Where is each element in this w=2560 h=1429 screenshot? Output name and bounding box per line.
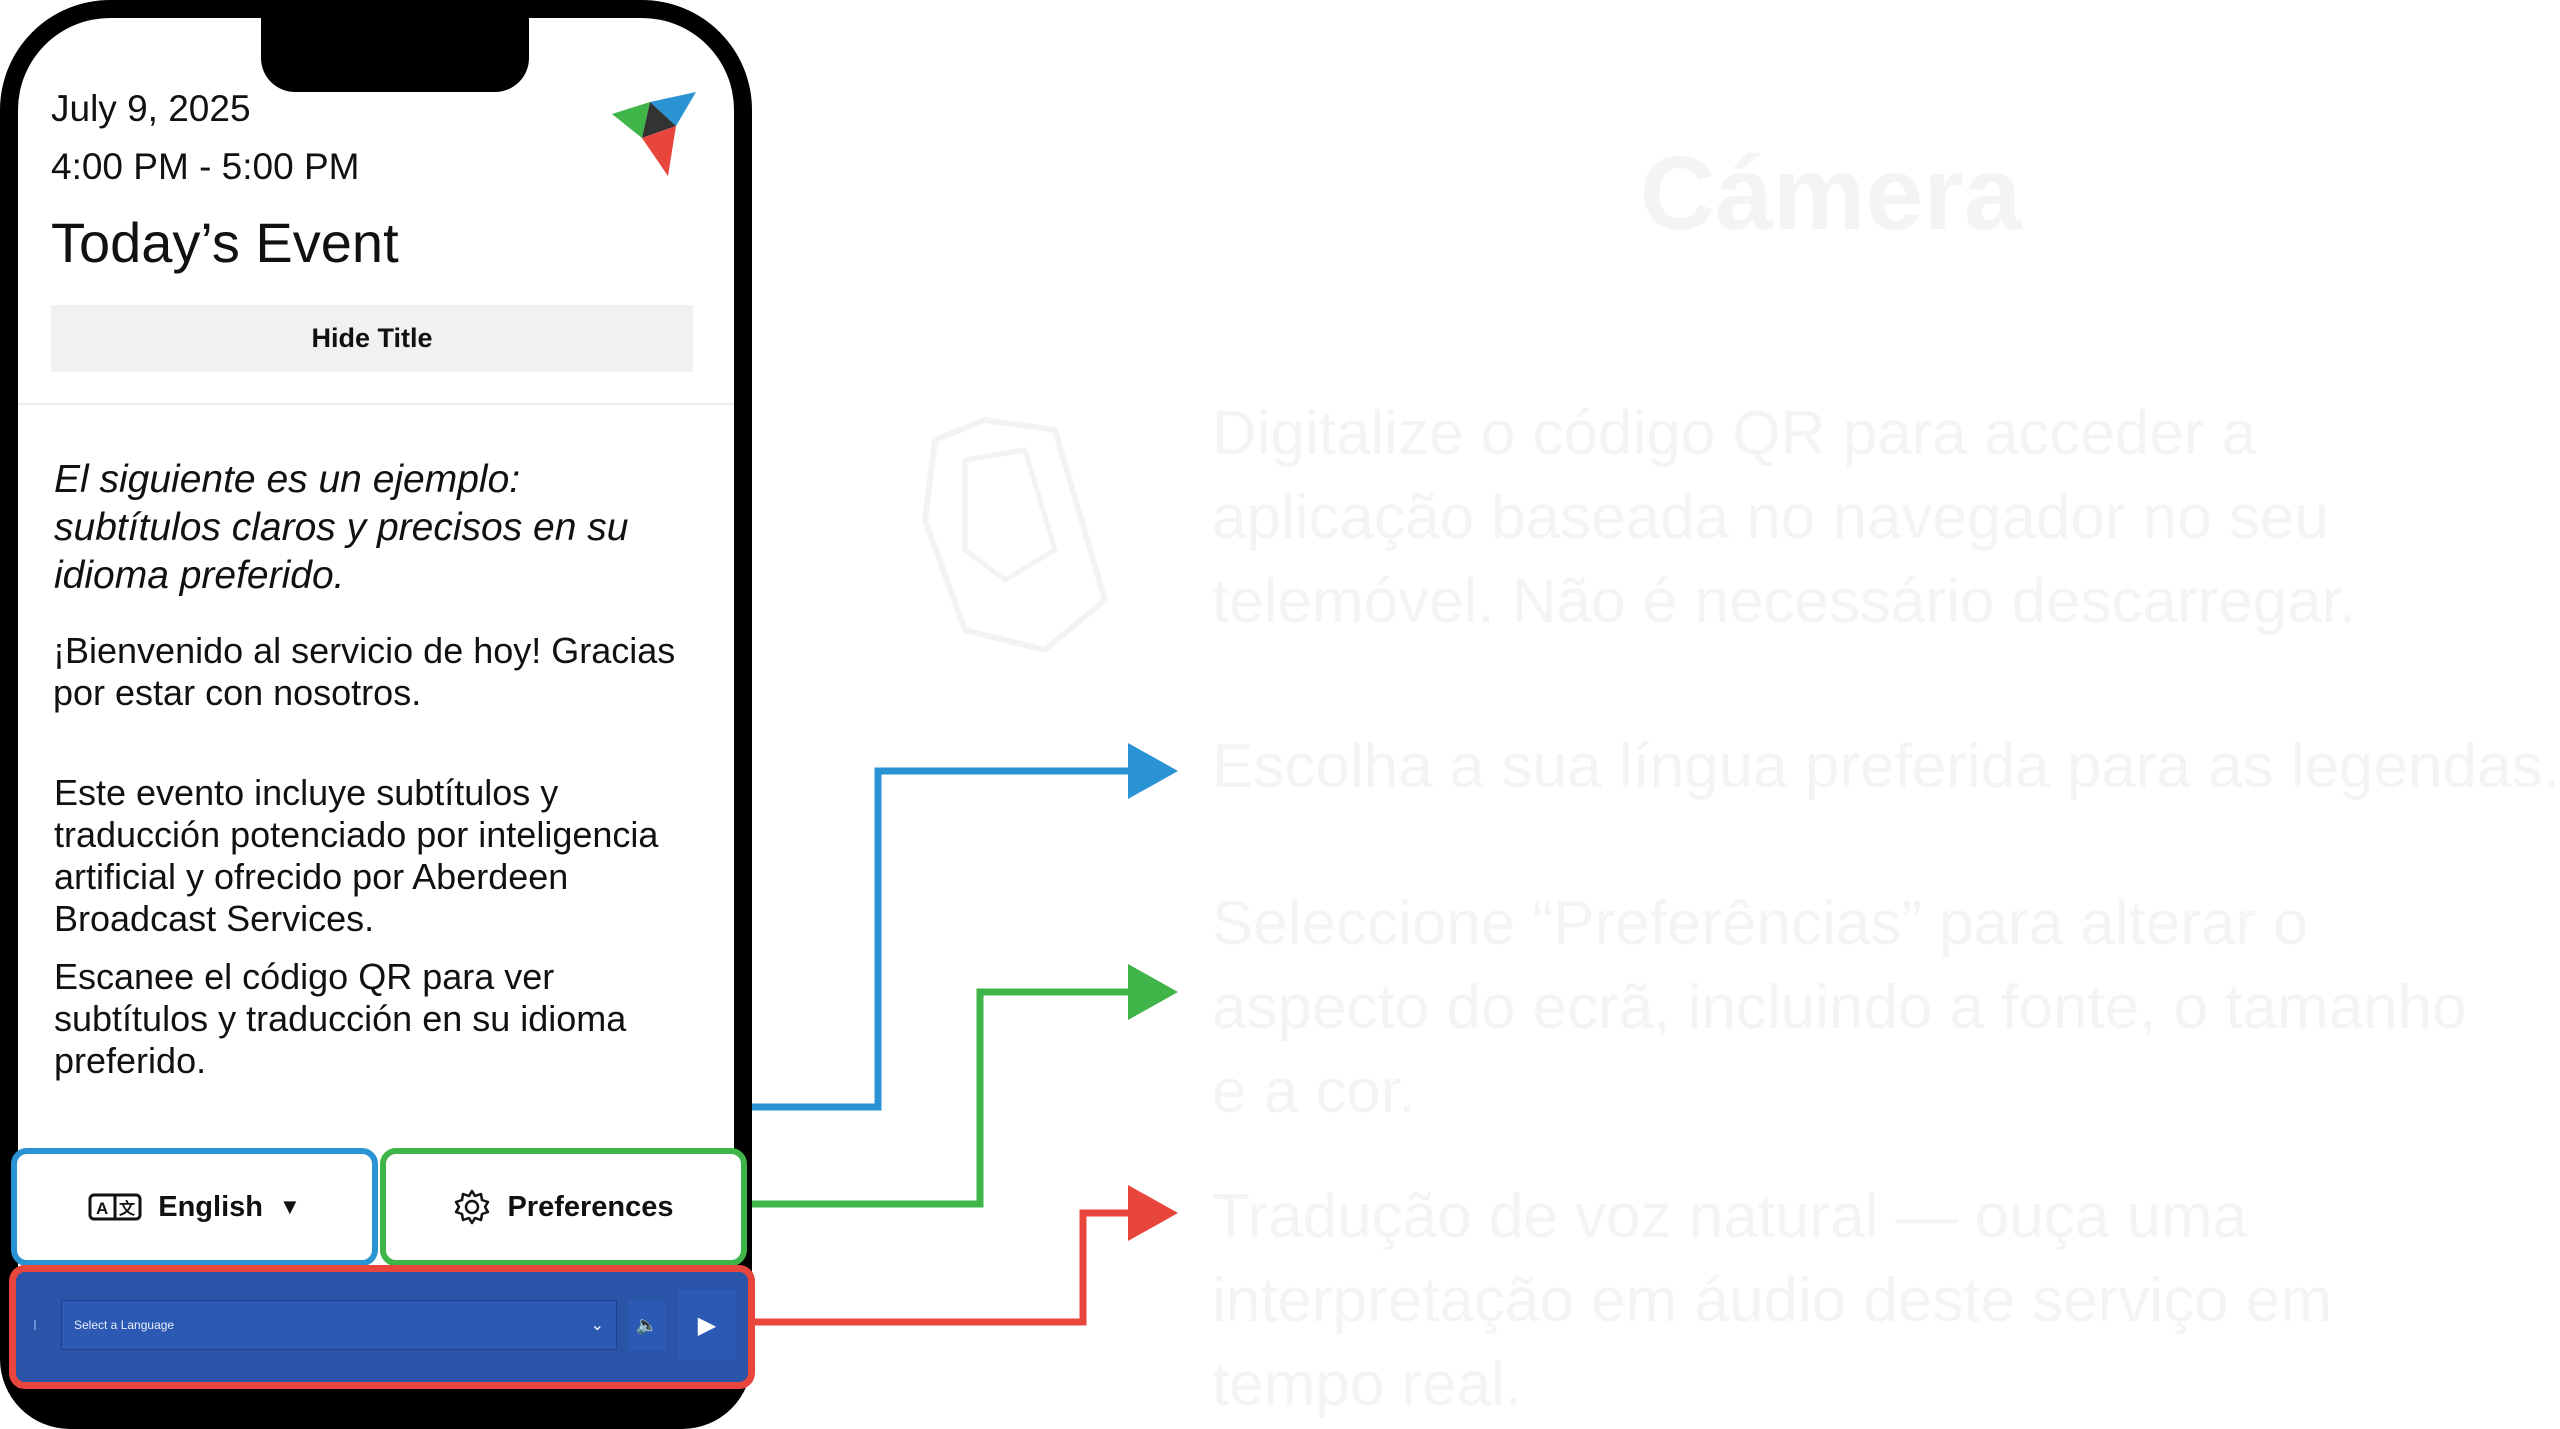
translate-icon: A 文 [88,1193,142,1221]
svg-text:文: 文 [119,1199,136,1218]
chevron-down-icon: ⌄ [590,1317,604,1334]
play-icon: ▶ [697,1311,717,1339]
speaker-icon: 🔈 [635,1314,659,1335]
caption-welcome: ¡Bienvenido al servicio de hoy! Gracias … [53,630,676,713]
header-divider [18,403,734,405]
audio-language-select[interactable]: Select a Language ⌄ [61,1300,617,1350]
brand-logo-icon [612,92,696,176]
background-step-audio: Tradução de voz natural — ouça uma inter… [1212,1182,2333,1419]
background-step-scan: Digitalize o código QR para acceder a ap… [1212,399,2357,636]
caption-scan: Escanee el código QR para ver subtítulos… [54,956,627,1081]
svg-text:A: A [96,1199,108,1218]
caption-description: Este evento incluye subtítulos y traducc… [54,772,659,939]
gear-icon [455,1189,490,1225]
phone-notch [261,18,529,92]
hide-title-button[interactable]: Hide Title [51,305,693,372]
audio-callout-arrow [748,1209,1130,1326]
play-button[interactable]: ▶ [678,1290,736,1360]
preferences-callout-arrow [740,988,1130,1208]
audio-player-bar: Select a Language ⌄ 🔈 ▶ [9,1265,755,1389]
event-date: July 9, 2025 [51,88,251,129]
event-time: 4:00 PM - 5:00 PM [51,146,360,187]
audio-select-placeholder: Select a Language [74,1318,175,1332]
event-title: Today’s Event [51,211,399,274]
language-selector-button[interactable]: A 文 English ▼ [11,1148,378,1266]
preferences-label: Preferences [507,1190,674,1223]
background-heading: Cámera [1640,136,2022,252]
caret-down-icon: ▼ [278,1194,301,1219]
preferences-button[interactable]: Preferences [380,1148,747,1266]
drag-handle[interactable] [34,1320,36,1330]
volume-button[interactable]: 🔈 [628,1300,666,1350]
phone-scan-illustration-icon [921,416,1109,654]
audio-arrowhead-icon [1128,1185,1178,1241]
preferences-arrowhead-icon [1128,964,1178,1020]
background-step-language: Escolha a sua língua preferida para as l… [1212,732,2560,801]
background-step-preferences: Seleccione “Preferências” para alterar o… [1212,889,2467,1126]
language-arrowhead-icon [1128,743,1178,799]
language-label: English [158,1190,263,1223]
caption-intro: El siguiente es un ejemplo: subtítulos c… [54,458,629,597]
